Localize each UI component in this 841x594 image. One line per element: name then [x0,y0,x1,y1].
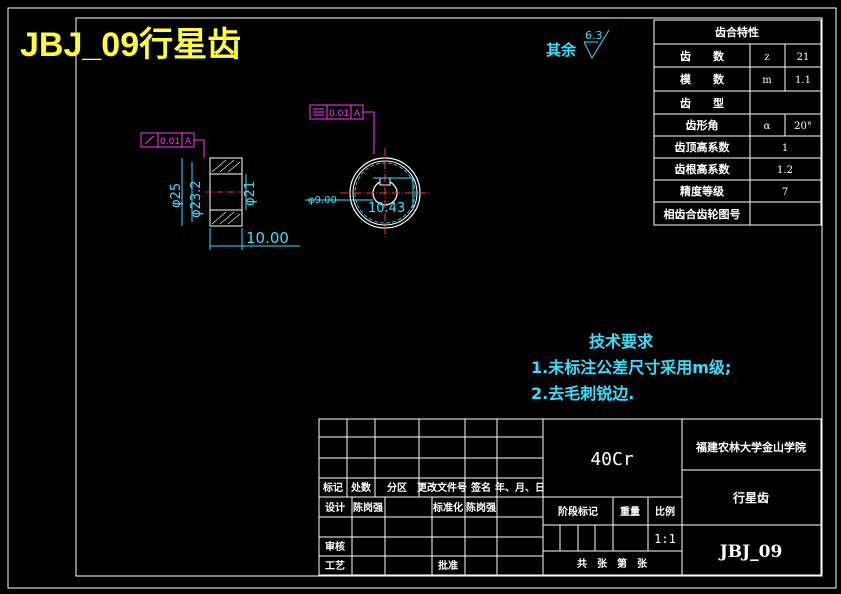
drawing-title: JBJ_09行星齿 [20,26,241,64]
front-bore-dimension: φ9.00 [308,195,337,206]
side-tolerance-value: 0.01 [160,137,180,147]
gear-table-value: 20° [794,121,812,132]
outer-border [7,7,837,589]
tb-sheets: 共 张 第 张 [577,557,648,570]
tech-item: 1.未标注公差尺寸采用m级; [531,358,731,377]
tb-stage-label: 阶段标记 [558,505,598,518]
gear-table-label: 齿 型 [680,96,724,110]
tb-review-label: 审核 [325,540,345,553]
gear-table-label: 齿 数 [680,49,725,63]
gear-table-value: 7 [782,187,788,198]
tb-process-label: 工艺 [325,559,345,572]
side-width-dimension: 10.00 [246,229,289,247]
front-view: 0.01 A φ9.00 10.43 [305,104,430,238]
gear-table-label: 齿根高系数 [675,162,731,176]
gear-table-symbol: z [764,52,769,63]
gear-table-value: 1.2 [777,165,793,176]
gear-table-heading: 齿合特性 [715,25,759,39]
side-tolerance-datum: A [185,137,192,147]
gear-table-symbol: m [762,75,772,86]
tb-header: 分区 [387,481,407,494]
roughness-value: 6.3 [585,29,603,42]
tb-part-name: 行星齿 [732,490,769,505]
tb-design-label: 设计 [325,501,345,514]
gear-table-symbol: α [764,121,771,132]
tb-header: 年、月、日 [495,481,545,494]
title-block [318,418,822,576]
tb-header: 标记 [322,481,343,494]
tb-material: 40Cr [590,449,634,470]
tb-scale-label: 比例 [655,505,675,518]
gear-table-label: 相齿合齿轮图号 [664,207,741,221]
side-bore-dimension: φ21 [243,181,258,206]
tb-standardize-label: 标准化 [432,501,463,514]
tech-item: 2.去毛刺锐边. [531,384,634,403]
gear-table-label: 齿顶高系数 [675,140,731,154]
gear-table-label: 模 数 [680,72,725,86]
side-view: 0.01 A φ25 φ23.2 φ21 10.00 [140,132,300,250]
side-dimension-lines [181,158,300,250]
gear-table-value: 1 [782,143,788,154]
tech-heading: 技术要求 [589,332,654,351]
front-tolerance-datum: A [354,109,361,119]
inner-border [75,17,823,577]
front-tolerance-value: 0.01 [329,109,349,119]
roughness-symbol-icon [583,29,610,60]
front-key-dimension: 10.43 [368,201,405,216]
tb-standardizer: 陈岗强 [466,501,496,514]
side-od-dimension: φ25 [169,183,184,208]
tb-drawing-no: JBJ_09 [718,542,783,562]
roughness-prefix: 其余 [546,41,577,59]
side-pitch-dimension: φ23.2 [189,180,204,218]
tb-designer: 陈岗强 [353,501,383,514]
tech-requirements: 技术要求 1.未标注公差尺寸采用m级; 2.去毛刺锐边. [531,332,731,403]
gear-table-value: 21 [797,52,810,63]
front-tolerance-frame [309,104,375,154]
surface-roughness-note: 其余 6.3 [546,29,610,60]
tb-header: 签名 [470,481,491,494]
gear-table-label: 精度等级 [680,184,725,198]
gear-table [653,19,822,226]
front-dimension-lines [305,177,414,210]
tb-scale: 1:1 [654,532,676,546]
tb-approve-label: 批准 [438,559,458,572]
side-tolerance-frame [140,132,205,158]
tb-header: 处数 [350,481,372,494]
tb-header: 更改文件号 [417,481,467,494]
tb-weight-label: 重量 [620,505,640,518]
gear-table-value: 1.1 [795,75,811,86]
gear-table-label: 齿形角 [686,118,719,132]
side-section-hatch [211,159,241,225]
tb-school: 福建农林大学金山学院 [695,440,806,454]
